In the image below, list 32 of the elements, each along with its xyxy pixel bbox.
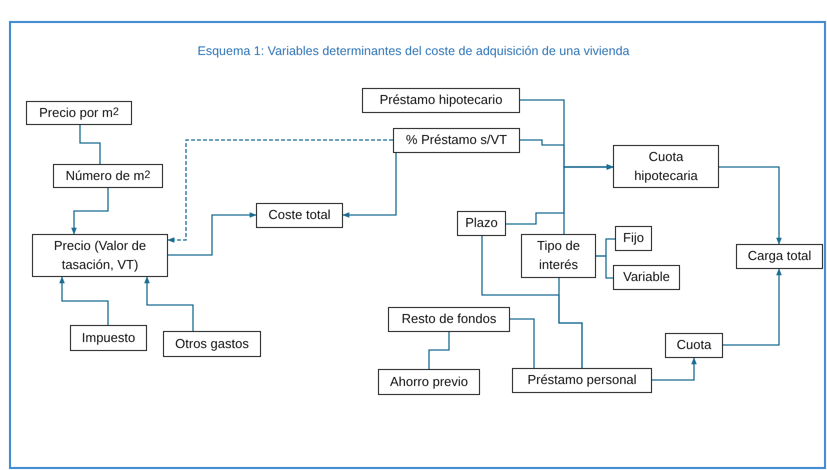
process-box: % Préstamo s/VT: [393, 128, 520, 153]
process-box: Variable: [613, 265, 680, 290]
process-box: Ahorro previo: [378, 369, 480, 395]
arrow: [144, 276, 194, 331]
process-box: Resto de fondos: [388, 307, 510, 332]
process-box: Otros gastos: [163, 331, 261, 357]
process-box: Préstamo hipotecario: [362, 88, 520, 113]
process-box: Cuota: [665, 333, 723, 358]
arrow: [167, 139, 393, 243]
arrow: [723, 268, 782, 346]
process-box: Plazo: [457, 211, 506, 236]
connector-line: [596, 255, 613, 279]
connector-line: [510, 318, 535, 368]
arrow: [342, 153, 397, 218]
arrow: [719, 166, 782, 245]
process-box: Carga total: [736, 244, 823, 269]
arrow: [563, 164, 614, 234]
arrow: [168, 212, 257, 256]
connector-line: [558, 278, 583, 368]
arrow: [652, 357, 697, 381]
process-box: Coste total: [256, 203, 343, 228]
arrow: [59, 276, 109, 325]
process-box: Préstamo personal: [512, 368, 652, 393]
arrow: [71, 188, 109, 235]
process-box: Impuesto: [70, 325, 147, 351]
process-box: Tipo de interés: [521, 234, 596, 278]
process-box: Fijo: [615, 226, 652, 251]
connector-line: [79, 125, 101, 164]
process-box: Cuota hipotecaria: [613, 145, 719, 188]
diagram-title: Esquema 1: Variables determinantes del coste de adquisición de una vivienda: [196, 44, 630, 58]
connector-line: [428, 332, 450, 369]
process-box: Precio (Valor de tasación, VT): [32, 234, 168, 277]
